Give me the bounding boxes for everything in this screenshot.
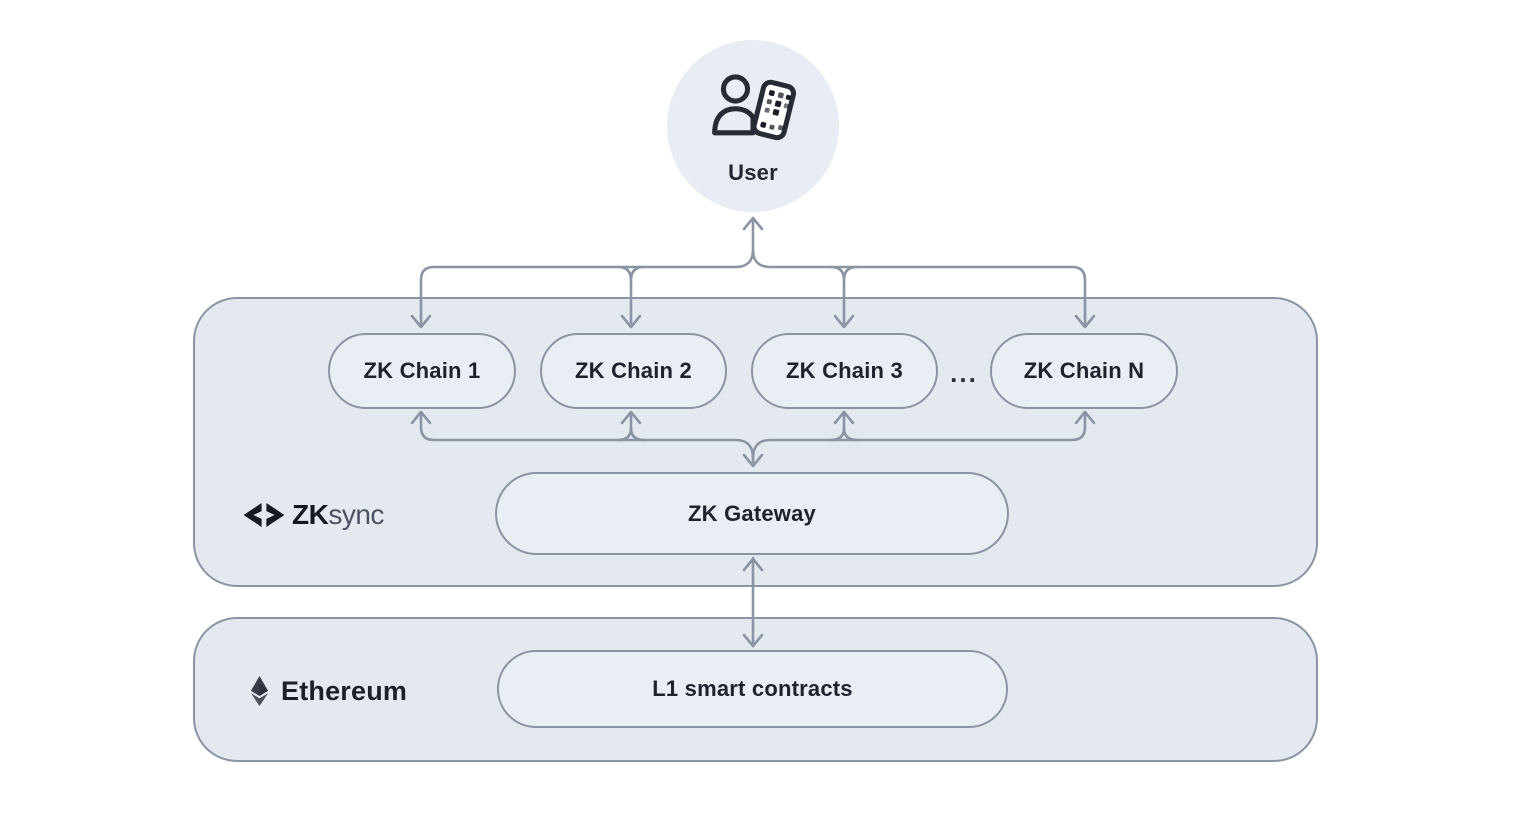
node-l1-smart-contracts: L1 smart contracts — [497, 650, 1008, 728]
node-zk-gateway: ZK Gateway — [495, 472, 1009, 555]
zksync-brand-light: sync — [328, 499, 384, 530]
zk-chain-2-label: ZK Chain 2 — [575, 358, 692, 383]
arrowhead-up-user — [742, 216, 764, 231]
l1-smart-contracts-label: L1 smart contracts — [652, 676, 853, 701]
zk-chain-1-label: ZK Chain 1 — [363, 358, 481, 383]
zk-chain-n-label: ZK Chain N — [1023, 358, 1145, 383]
node-zk-chain-n: ZK Chain N — [990, 333, 1178, 409]
user-label: User — [728, 160, 778, 185]
node-zk-chain-2: ZK Chain 2 — [540, 333, 727, 409]
node-zk-chain-1: ZK Chain 1 — [328, 333, 516, 409]
zksync-logo-icon — [243, 503, 285, 527]
zksync-brand: ZKsync — [243, 498, 384, 532]
chains-ellipsis: ... — [950, 358, 978, 388]
user-icon — [707, 66, 799, 158]
zksync-brand-bold: ZK — [292, 499, 329, 530]
zksync-brand-text: ZKsync — [292, 501, 384, 529]
user-node: User — [667, 40, 839, 212]
zk-gateway-label: ZK Gateway — [688, 500, 816, 526]
zk-chain-3-label: ZK Chain 3 — [786, 358, 903, 383]
ethereum-brand-text: Ethereum — [281, 675, 408, 706]
node-zk-chain-3: ZK Chain 3 — [751, 333, 938, 409]
ethereum-brand: Ethereum — [250, 672, 407, 710]
arrow-drop-chain3-fillet — [842, 265, 859, 282]
ethereum-logo-icon — [250, 676, 269, 706]
arrow-drop-chain2-fillet — [629, 265, 646, 282]
